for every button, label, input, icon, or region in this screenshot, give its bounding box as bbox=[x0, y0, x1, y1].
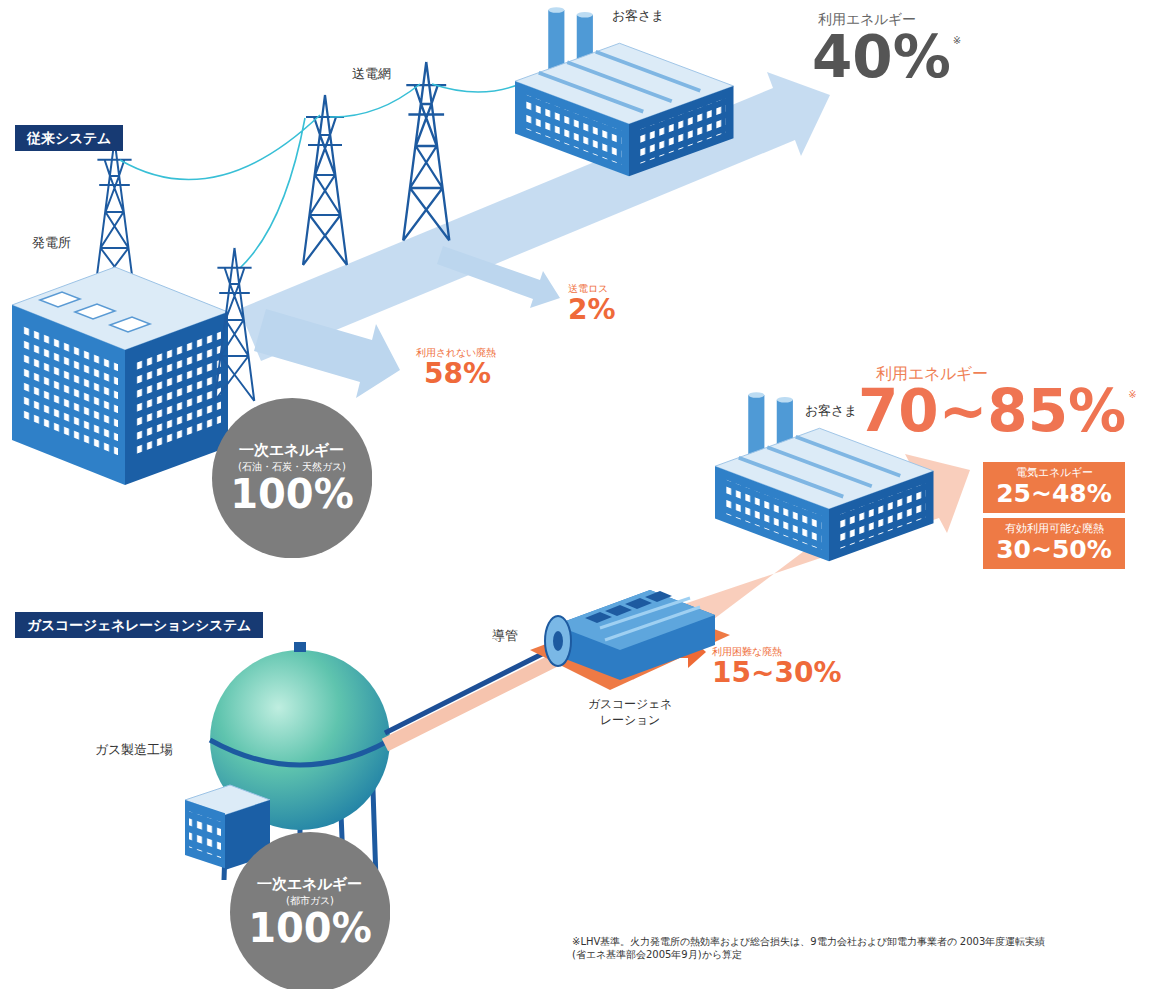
power-plant bbox=[125, 312, 228, 485]
circle-subtitle: (石油・石炭・天然ガス) bbox=[238, 460, 346, 473]
circle-subtitle: (都市ガス) bbox=[286, 894, 334, 907]
loss-percent: 58% bbox=[424, 360, 491, 388]
energy-percent: 70~85% bbox=[858, 382, 1126, 440]
cogeneration-engine bbox=[645, 591, 672, 602]
cogeneration-engine bbox=[600, 598, 700, 640]
grid-label: 送電網 bbox=[352, 66, 391, 83]
power-plant bbox=[125, 312, 228, 485]
cogeneration-engine bbox=[553, 631, 563, 651]
cogeneration-engine bbox=[605, 605, 632, 616]
footnote-mark: ※ bbox=[1128, 388, 1136, 401]
cogeneration-engine bbox=[585, 612, 612, 623]
transmission-tower bbox=[215, 248, 255, 401]
energy-percent: 40% bbox=[812, 28, 951, 86]
loss-percent: 2% bbox=[568, 296, 616, 324]
gas-pipe bbox=[385, 655, 565, 745]
primary-energy-circle: 一次エネルギー(都市ガス)100% bbox=[230, 832, 390, 989]
box-value: 30~50% bbox=[989, 536, 1119, 564]
customer-factory bbox=[515, 7, 734, 176]
gas-works-label: ガス製造工場 bbox=[95, 742, 173, 759]
box-value: 25~48% bbox=[989, 480, 1119, 508]
plant-label: 発電所 bbox=[32, 235, 71, 252]
footnote: ※LHV基準。火力発電所の熱効率および総合損失は、9電力会社および卸電力事業者の… bbox=[572, 935, 1092, 961]
circle-title: 一次エネルギー bbox=[239, 441, 344, 461]
circle-value: 100% bbox=[248, 907, 372, 949]
system-heading: 従来システム bbox=[15, 125, 123, 151]
power-plant bbox=[12, 305, 125, 485]
customer-label: お客さま bbox=[612, 8, 664, 25]
cogeneration-engine bbox=[555, 590, 715, 650]
customer-label: お客さま bbox=[805, 403, 857, 420]
loss-percent: 15~30% bbox=[712, 659, 841, 687]
loss-caption: 送電ロス bbox=[568, 282, 608, 295]
pipe-label: 導管 bbox=[492, 628, 518, 645]
cogeneration-engine bbox=[545, 590, 715, 680]
power-plant bbox=[75, 304, 115, 319]
cogeneration-engine bbox=[555, 590, 715, 680]
power-plant bbox=[12, 267, 228, 485]
gas-works-building bbox=[185, 800, 225, 868]
loss-caption: 利用困難な廃熱 bbox=[712, 645, 782, 658]
circle-fill bbox=[212, 398, 372, 558]
primary-energy-circle: 一次エネルギー(石油・石炭・天然ガス)100% bbox=[212, 398, 372, 558]
gas-works-building bbox=[185, 800, 225, 868]
power-plant bbox=[133, 330, 221, 460]
loss-arrow bbox=[437, 246, 560, 308]
waste-heat-arrow bbox=[254, 309, 400, 398]
energy-breakdown-box: 有効利用可能な廃熱30~50% bbox=[983, 518, 1125, 569]
cogeneration-engine bbox=[625, 598, 652, 609]
gas-pipe bbox=[385, 645, 560, 733]
gas-holder bbox=[294, 642, 306, 652]
power-plant bbox=[110, 317, 150, 332]
footnote-mark: ※ bbox=[953, 34, 961, 47]
unit-label: ガスコージェネ レーション bbox=[570, 697, 690, 728]
circle-value: 100% bbox=[230, 473, 354, 515]
box-title: 有効利用可能な廃熱 bbox=[989, 522, 1119, 536]
transmission-tower bbox=[403, 62, 449, 240]
cogeneration-engine bbox=[545, 616, 571, 666]
power-plant bbox=[12, 305, 125, 485]
heading-text: 従来システム bbox=[27, 129, 111, 147]
gas-holder bbox=[210, 740, 390, 765]
power-plant bbox=[40, 292, 80, 307]
loss-caption: 利用されない廃熱 bbox=[416, 346, 496, 359]
gas-works-building bbox=[189, 811, 221, 858]
box-title: 電気エネルギー bbox=[989, 466, 1119, 480]
power-line bbox=[120, 84, 520, 268]
system-heading: ガスコージェネレーションシステム bbox=[15, 612, 263, 638]
power-plant bbox=[20, 323, 118, 460]
circle-title: 一次エネルギー bbox=[257, 875, 362, 895]
circle-fill bbox=[230, 832, 390, 989]
heading-text: ガスコージェネレーションシステム bbox=[27, 616, 251, 634]
transmission-tower bbox=[303, 95, 347, 265]
energy-caption: 利用エネルギー bbox=[818, 10, 916, 28]
energy-breakdown-box: 電気エネルギー25~48% bbox=[983, 462, 1125, 513]
